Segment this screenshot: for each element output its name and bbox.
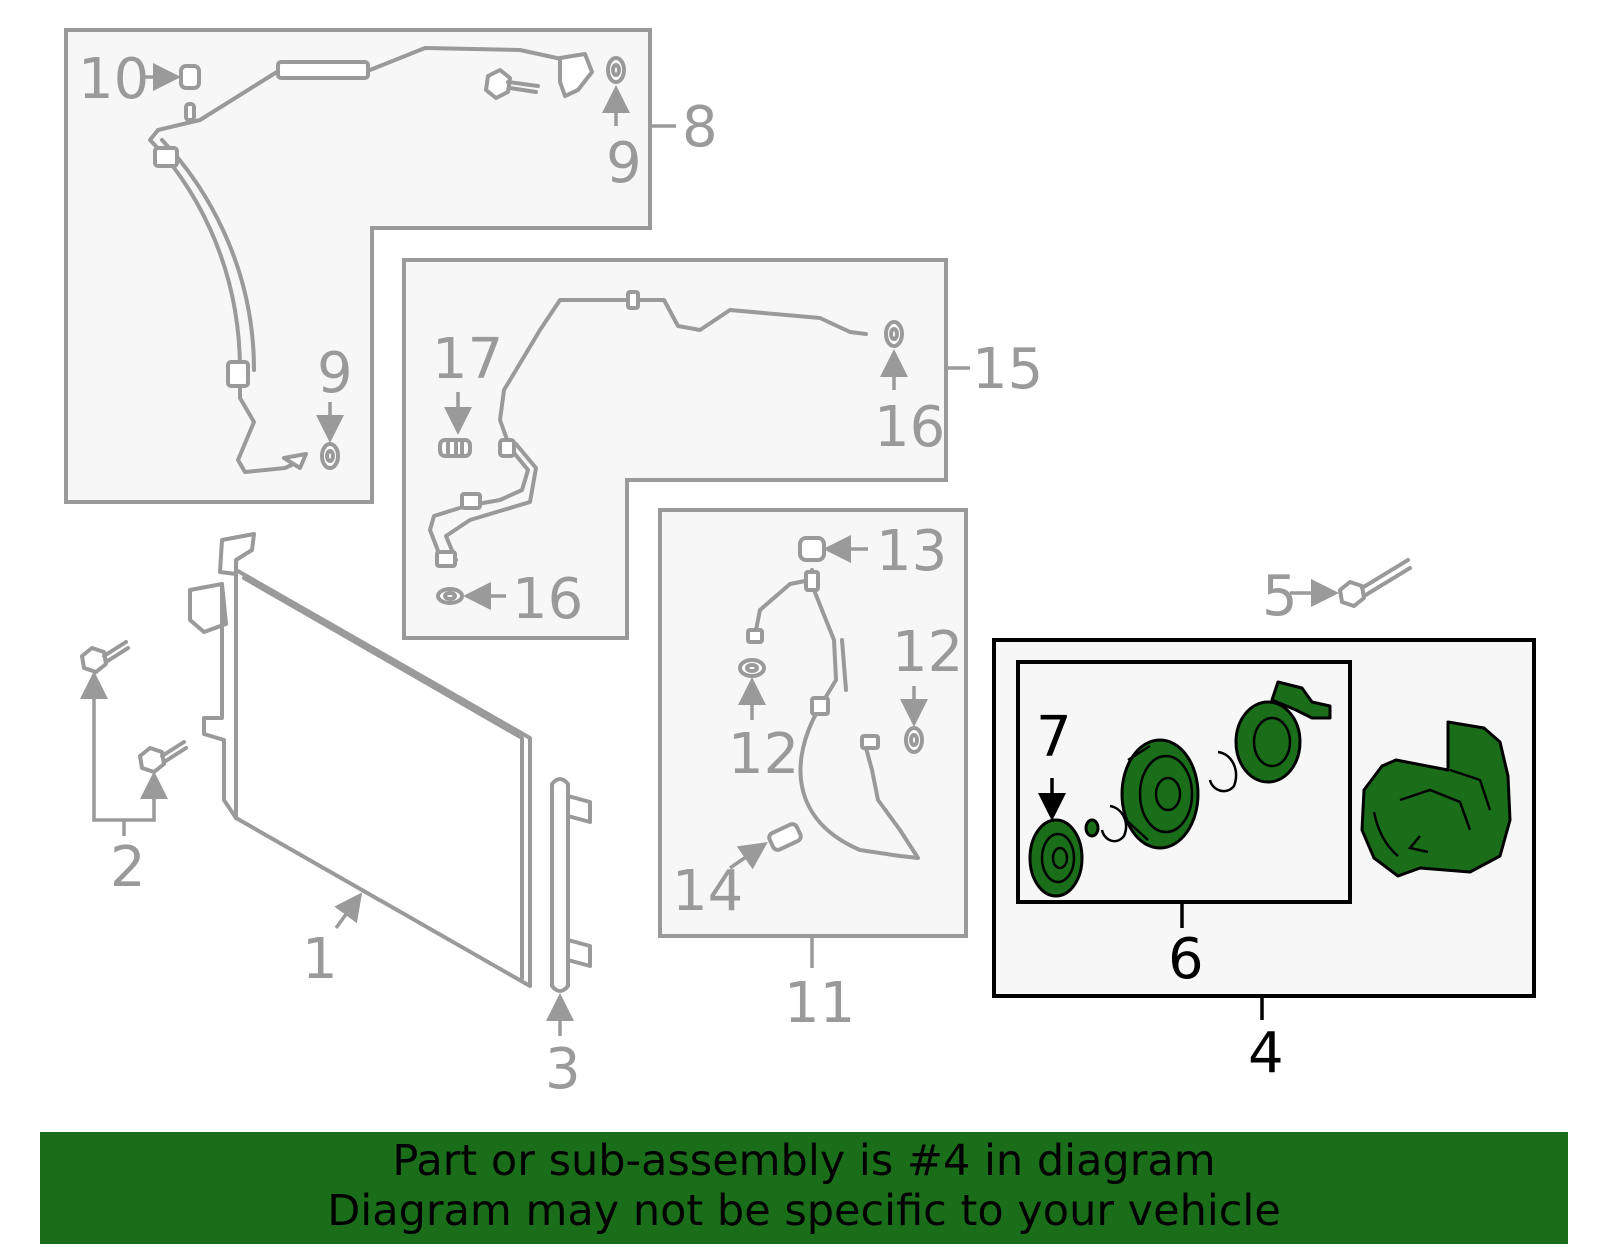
condenser-1: 1	[188, 532, 532, 992]
callout-3: 3	[545, 1037, 581, 1102]
callout-13: 13	[876, 519, 947, 584]
callout-6: 6	[1168, 927, 1204, 992]
callout-15: 15	[972, 337, 1043, 402]
bolts-2: 2	[80, 640, 188, 900]
cap-10	[179, 64, 201, 90]
service-valve-14	[767, 822, 803, 852]
callout-4: 4	[1248, 1021, 1284, 1086]
clutch-plate-7	[1028, 818, 1084, 898]
callout-5: 5	[1262, 564, 1298, 629]
group-8-frame	[64, 28, 652, 504]
callout-16-bottom: 16	[512, 567, 583, 632]
group-11-discharge-hose: 13 12 12 14 11	[658, 508, 968, 1036]
group-15-suction-line: 17 16 16 15	[402, 258, 1043, 640]
field-coil	[1234, 680, 1332, 784]
bolt-bottom	[138, 740, 188, 774]
banner-line-2: Diagram may not be specific to your vehi…	[327, 1186, 1281, 1236]
pressure-switch-17	[438, 438, 472, 458]
group-15-frame	[402, 258, 948, 640]
pulley	[1120, 738, 1200, 850]
callout-10: 10	[78, 47, 149, 112]
callout-7: 7	[1036, 705, 1072, 770]
callout-8: 8	[682, 95, 718, 160]
compressor-body	[1360, 720, 1512, 878]
callout-14: 14	[672, 859, 743, 924]
leader-1	[334, 892, 363, 930]
callout-12-right: 12	[892, 620, 963, 685]
compressor-assembly-4: 7 6 4	[992, 638, 1536, 1086]
discharge-hose	[752, 578, 920, 860]
condenser-core	[234, 568, 532, 988]
snap-ring-2	[1208, 750, 1238, 793]
hose-ferrule	[226, 360, 250, 388]
shim	[1084, 818, 1100, 838]
info-banner: Part or sub-assembly is #4 in diagram Di…	[40, 1132, 1568, 1244]
drier-tube	[550, 777, 570, 993]
callout-17: 17	[432, 327, 503, 392]
condenser-bracket	[218, 532, 256, 576]
bolt	[484, 68, 540, 100]
bolt-top	[80, 640, 130, 674]
snap-ring	[1100, 804, 1128, 843]
callout-2: 2	[110, 835, 146, 900]
leader-14	[729, 842, 768, 870]
callout-9-top: 9	[606, 131, 642, 196]
receiver-drier-3: 3	[545, 777, 592, 1102]
bolt-5: 5	[1262, 558, 1412, 629]
banner-line-1: Part or sub-assembly is #4 in diagram	[392, 1136, 1216, 1186]
callout-12-left: 12	[728, 722, 799, 787]
callout-11: 11	[784, 971, 855, 1036]
cap-13	[798, 536, 826, 562]
group-8-liquid-line: 10 9 9 8	[64, 28, 718, 504]
callout-9-bottom: 9	[317, 341, 353, 406]
callout-16-top: 16	[874, 395, 945, 460]
liquid-line-fitting	[558, 52, 594, 98]
callout-1: 1	[302, 927, 338, 992]
